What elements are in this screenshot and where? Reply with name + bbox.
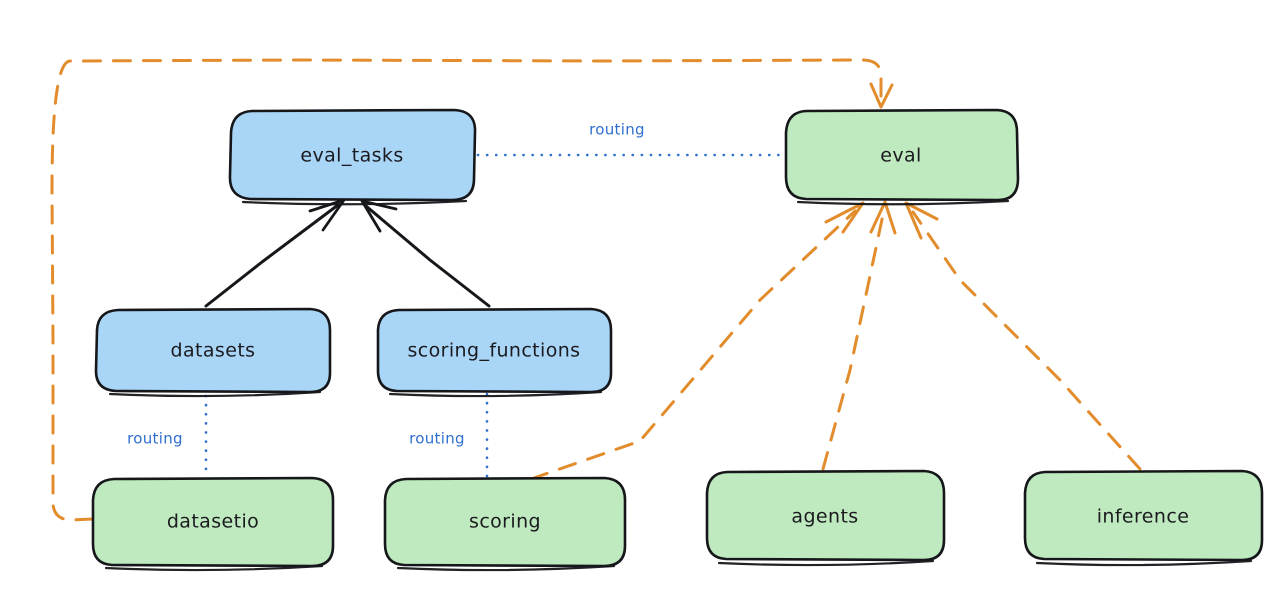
node-scoring-functions[interactable]: scoring_functions (376, 307, 613, 398)
node-label-scoring-functions: scoring_functions (408, 340, 581, 362)
node-label-inference: inference (1097, 506, 1190, 528)
edge-label-routing-datasetio: routing (127, 430, 183, 448)
edge-scoringfunctions-to-scoring[interactable]: routing (409, 392, 489, 479)
edge-inference-to-eval[interactable] (904, 201, 1142, 471)
arrowhead (360, 199, 398, 233)
edge-scoring-functions-to-eval-tasks[interactable] (360, 199, 491, 308)
node-label-agents: agents (791, 506, 858, 528)
edge-agents-to-eval[interactable] (821, 200, 897, 471)
edge-eval-tasks-to-eval[interactable]: routing (476, 121, 786, 157)
node-datasetio[interactable]: datasetio (91, 476, 335, 572)
node-label-datasetio: datasetio (167, 511, 259, 533)
edge-label-routing-eval: routing (589, 121, 645, 139)
node-label-eval: eval (880, 145, 921, 167)
edge-datasets-to-eval-tasks[interactable] (204, 198, 346, 308)
nodes-layer: eval_tasks eval datasets scoring_functio… (91, 108, 1264, 572)
node-scoring[interactable]: scoring (383, 476, 627, 572)
arrowhead (869, 200, 897, 235)
node-eval[interactable]: eval (784, 108, 1020, 206)
edge-datasetio-to-eval[interactable] (50, 58, 894, 522)
node-label-eval-tasks: eval_tasks (300, 145, 403, 167)
node-inference[interactable]: inference (1023, 469, 1264, 567)
edge-label-routing-scoring: routing (409, 430, 465, 448)
arrowhead (869, 82, 894, 109)
edges-layer: routing routing routing (50, 58, 1142, 522)
node-label-datasets: datasets (171, 340, 256, 362)
arrowhead (824, 201, 865, 234)
edge-datasets-to-datasetio[interactable]: routing (127, 394, 208, 479)
arrowhead (904, 201, 939, 240)
node-label-scoring: scoring (469, 511, 541, 533)
node-datasets[interactable]: datasets (94, 307, 332, 398)
node-agents[interactable]: agents (705, 469, 946, 567)
node-eval-tasks[interactable]: eval_tasks (228, 108, 477, 206)
